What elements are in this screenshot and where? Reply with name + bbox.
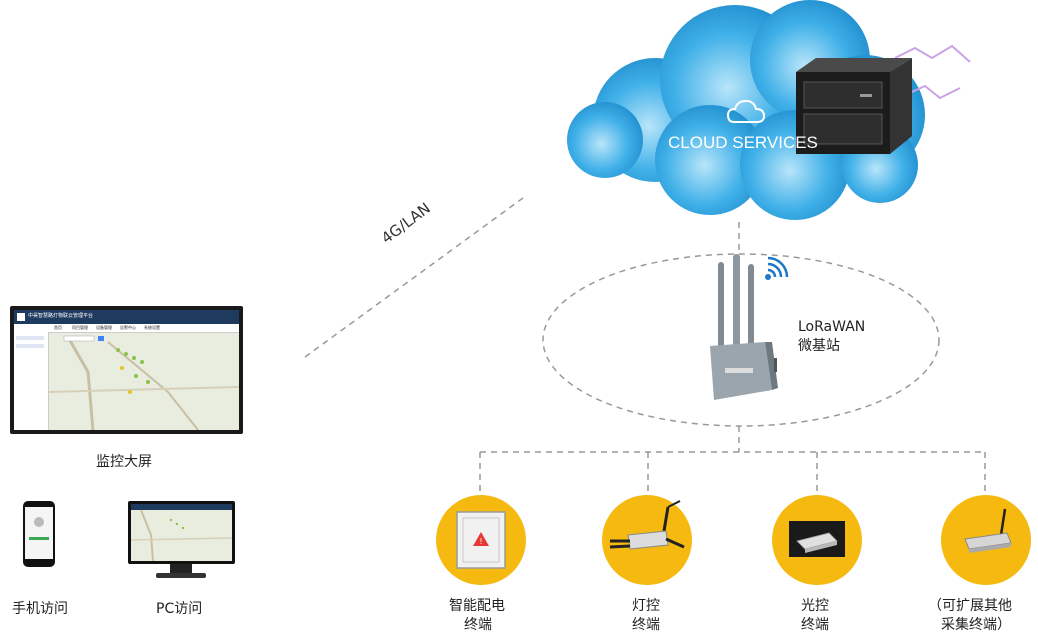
internet-link-line <box>304 197 524 358</box>
app-header: 中昊智慧路灯物联云管理平台 <box>14 310 239 324</box>
terminal-4-line2: 采集终端） <box>941 617 1011 633</box>
tab-2[interactable]: 设备管理 <box>96 325 112 330</box>
pc-screen <box>131 504 232 561</box>
cloud-icon <box>726 99 766 123</box>
light-controller-icon <box>609 500 685 550</box>
terminal-1-line1: 智能配电 <box>449 598 505 614</box>
cloud-services: CLOUD SERVICES <box>560 0 980 225</box>
terminal-2-line1: 灯控 <box>632 598 660 614</box>
mobile-label: 手机访问 <box>12 601 68 617</box>
terminal-power-distribution: ! <box>436 495 526 585</box>
mobile-phone <box>23 501 55 567</box>
terminal-3-line2: 终端 <box>801 617 829 633</box>
collector-terminal-icon <box>964 508 1012 553</box>
power-cabinet-icon: ! <box>456 511 506 569</box>
big-screen-monitor: 中昊智慧路灯物联云管理平台 首页 项目管理 设备管理 告警中心 系统设置 <box>10 306 243 434</box>
tab-4[interactable]: 系统设置 <box>144 325 160 330</box>
terminal-4-line1: （可扩展其他 <box>928 598 1012 614</box>
tab-3[interactable]: 告警中心 <box>120 325 136 330</box>
big-screen-label: 监控大屏 <box>96 454 152 470</box>
app-title: 中昊智慧路灯物联云管理平台 <box>28 313 94 319</box>
tab-0[interactable]: 首页 <box>54 325 62 330</box>
big-screen-display: 中昊智慧路灯物联云管理平台 首页 项目管理 设备管理 告警中心 系统设置 <box>14 310 239 430</box>
gateway-label-line1: LoRaWAN <box>798 319 866 335</box>
gateway-device-icon <box>710 254 778 400</box>
app-sidebar <box>14 332 49 430</box>
pc-label: PC访问 <box>156 601 203 617</box>
light-sensor-icon <box>789 521 845 557</box>
svg-text:!: ! <box>479 537 482 546</box>
gateway-coverage-ellipse <box>542 253 940 427</box>
terminal-3-line1: 光控 <box>801 598 829 614</box>
app-tabs: 首页 项目管理 设备管理 告警中心 系统设置 <box>14 324 239 333</box>
gateway-label-line2: 微基站 <box>798 338 840 354</box>
terminal-light-control <box>602 495 692 585</box>
cloud-label: CLOUD SERVICES <box>668 133 818 152</box>
pc-stand <box>170 564 192 574</box>
server-icon <box>796 58 912 154</box>
terminal-1-line2: 终端 <box>464 617 492 633</box>
terminal-extensible <box>941 495 1031 585</box>
pc-monitor <box>128 501 235 564</box>
wifi-signal-icon <box>765 256 789 280</box>
mobile-screen <box>25 507 53 559</box>
app-logo-icon <box>17 313 25 321</box>
cloud-shape <box>567 0 971 220</box>
map-view <box>47 335 239 430</box>
pc-base <box>156 573 206 578</box>
tab-1[interactable]: 项目管理 <box>72 325 88 330</box>
lorawan-gateway <box>700 250 790 400</box>
terminal-2-line2: 终端 <box>632 617 660 633</box>
terminal-light-sensor <box>772 495 862 585</box>
